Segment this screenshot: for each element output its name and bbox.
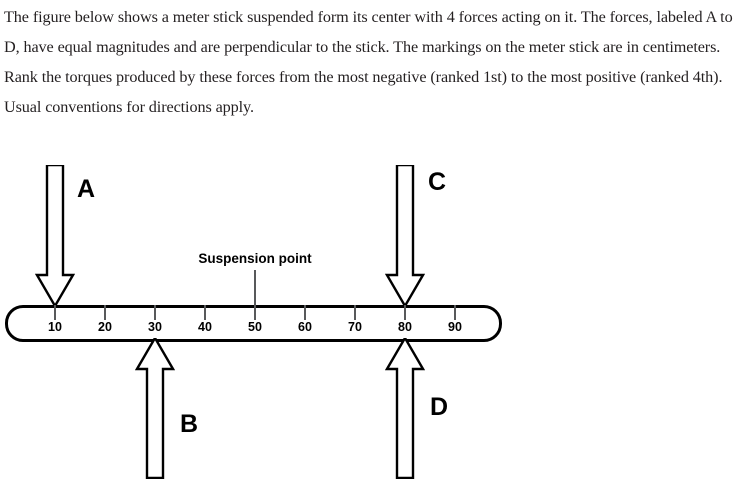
force-label-A: A bbox=[77, 175, 96, 203]
force-arrow-B bbox=[135, 338, 175, 479]
force-arrow-A bbox=[35, 165, 75, 310]
force-arrow-D bbox=[385, 338, 425, 479]
tick-label-60: 60 bbox=[298, 320, 312, 334]
tick-label-40: 40 bbox=[198, 320, 212, 334]
tick-mark-50 bbox=[254, 305, 256, 320]
meter-stick bbox=[5, 305, 502, 342]
tick-mark-30 bbox=[154, 305, 156, 320]
tick-mark-60 bbox=[304, 305, 306, 320]
tick-mark-10 bbox=[54, 305, 56, 320]
suspension-point-line bbox=[254, 270, 256, 308]
tick-label-20: 20 bbox=[98, 320, 112, 334]
tick-mark-80 bbox=[404, 305, 406, 320]
tick-label-50: 50 bbox=[248, 320, 262, 334]
force-arrow-C bbox=[385, 165, 425, 310]
tick-label-80: 80 bbox=[398, 320, 412, 334]
tick-mark-40 bbox=[204, 305, 206, 320]
tick-label-10: 10 bbox=[48, 320, 62, 334]
problem-statement: The figure below shows a meter stick sus… bbox=[4, 8, 733, 116]
tick-label-90: 90 bbox=[448, 320, 462, 334]
tick-mark-70 bbox=[354, 305, 356, 320]
tick-label-30: 30 bbox=[148, 320, 162, 334]
suspension-point-label: Suspension point bbox=[198, 251, 312, 266]
tick-mark-20 bbox=[104, 305, 106, 320]
force-label-C: C bbox=[428, 168, 447, 196]
physics-figure: A C Suspension point 10 20 30 40 50 60 7… bbox=[0, 150, 754, 484]
force-label-B: B bbox=[180, 410, 199, 438]
force-label-D: D bbox=[430, 393, 449, 421]
tick-label-70: 70 bbox=[348, 320, 362, 334]
tick-mark-90 bbox=[454, 305, 456, 320]
